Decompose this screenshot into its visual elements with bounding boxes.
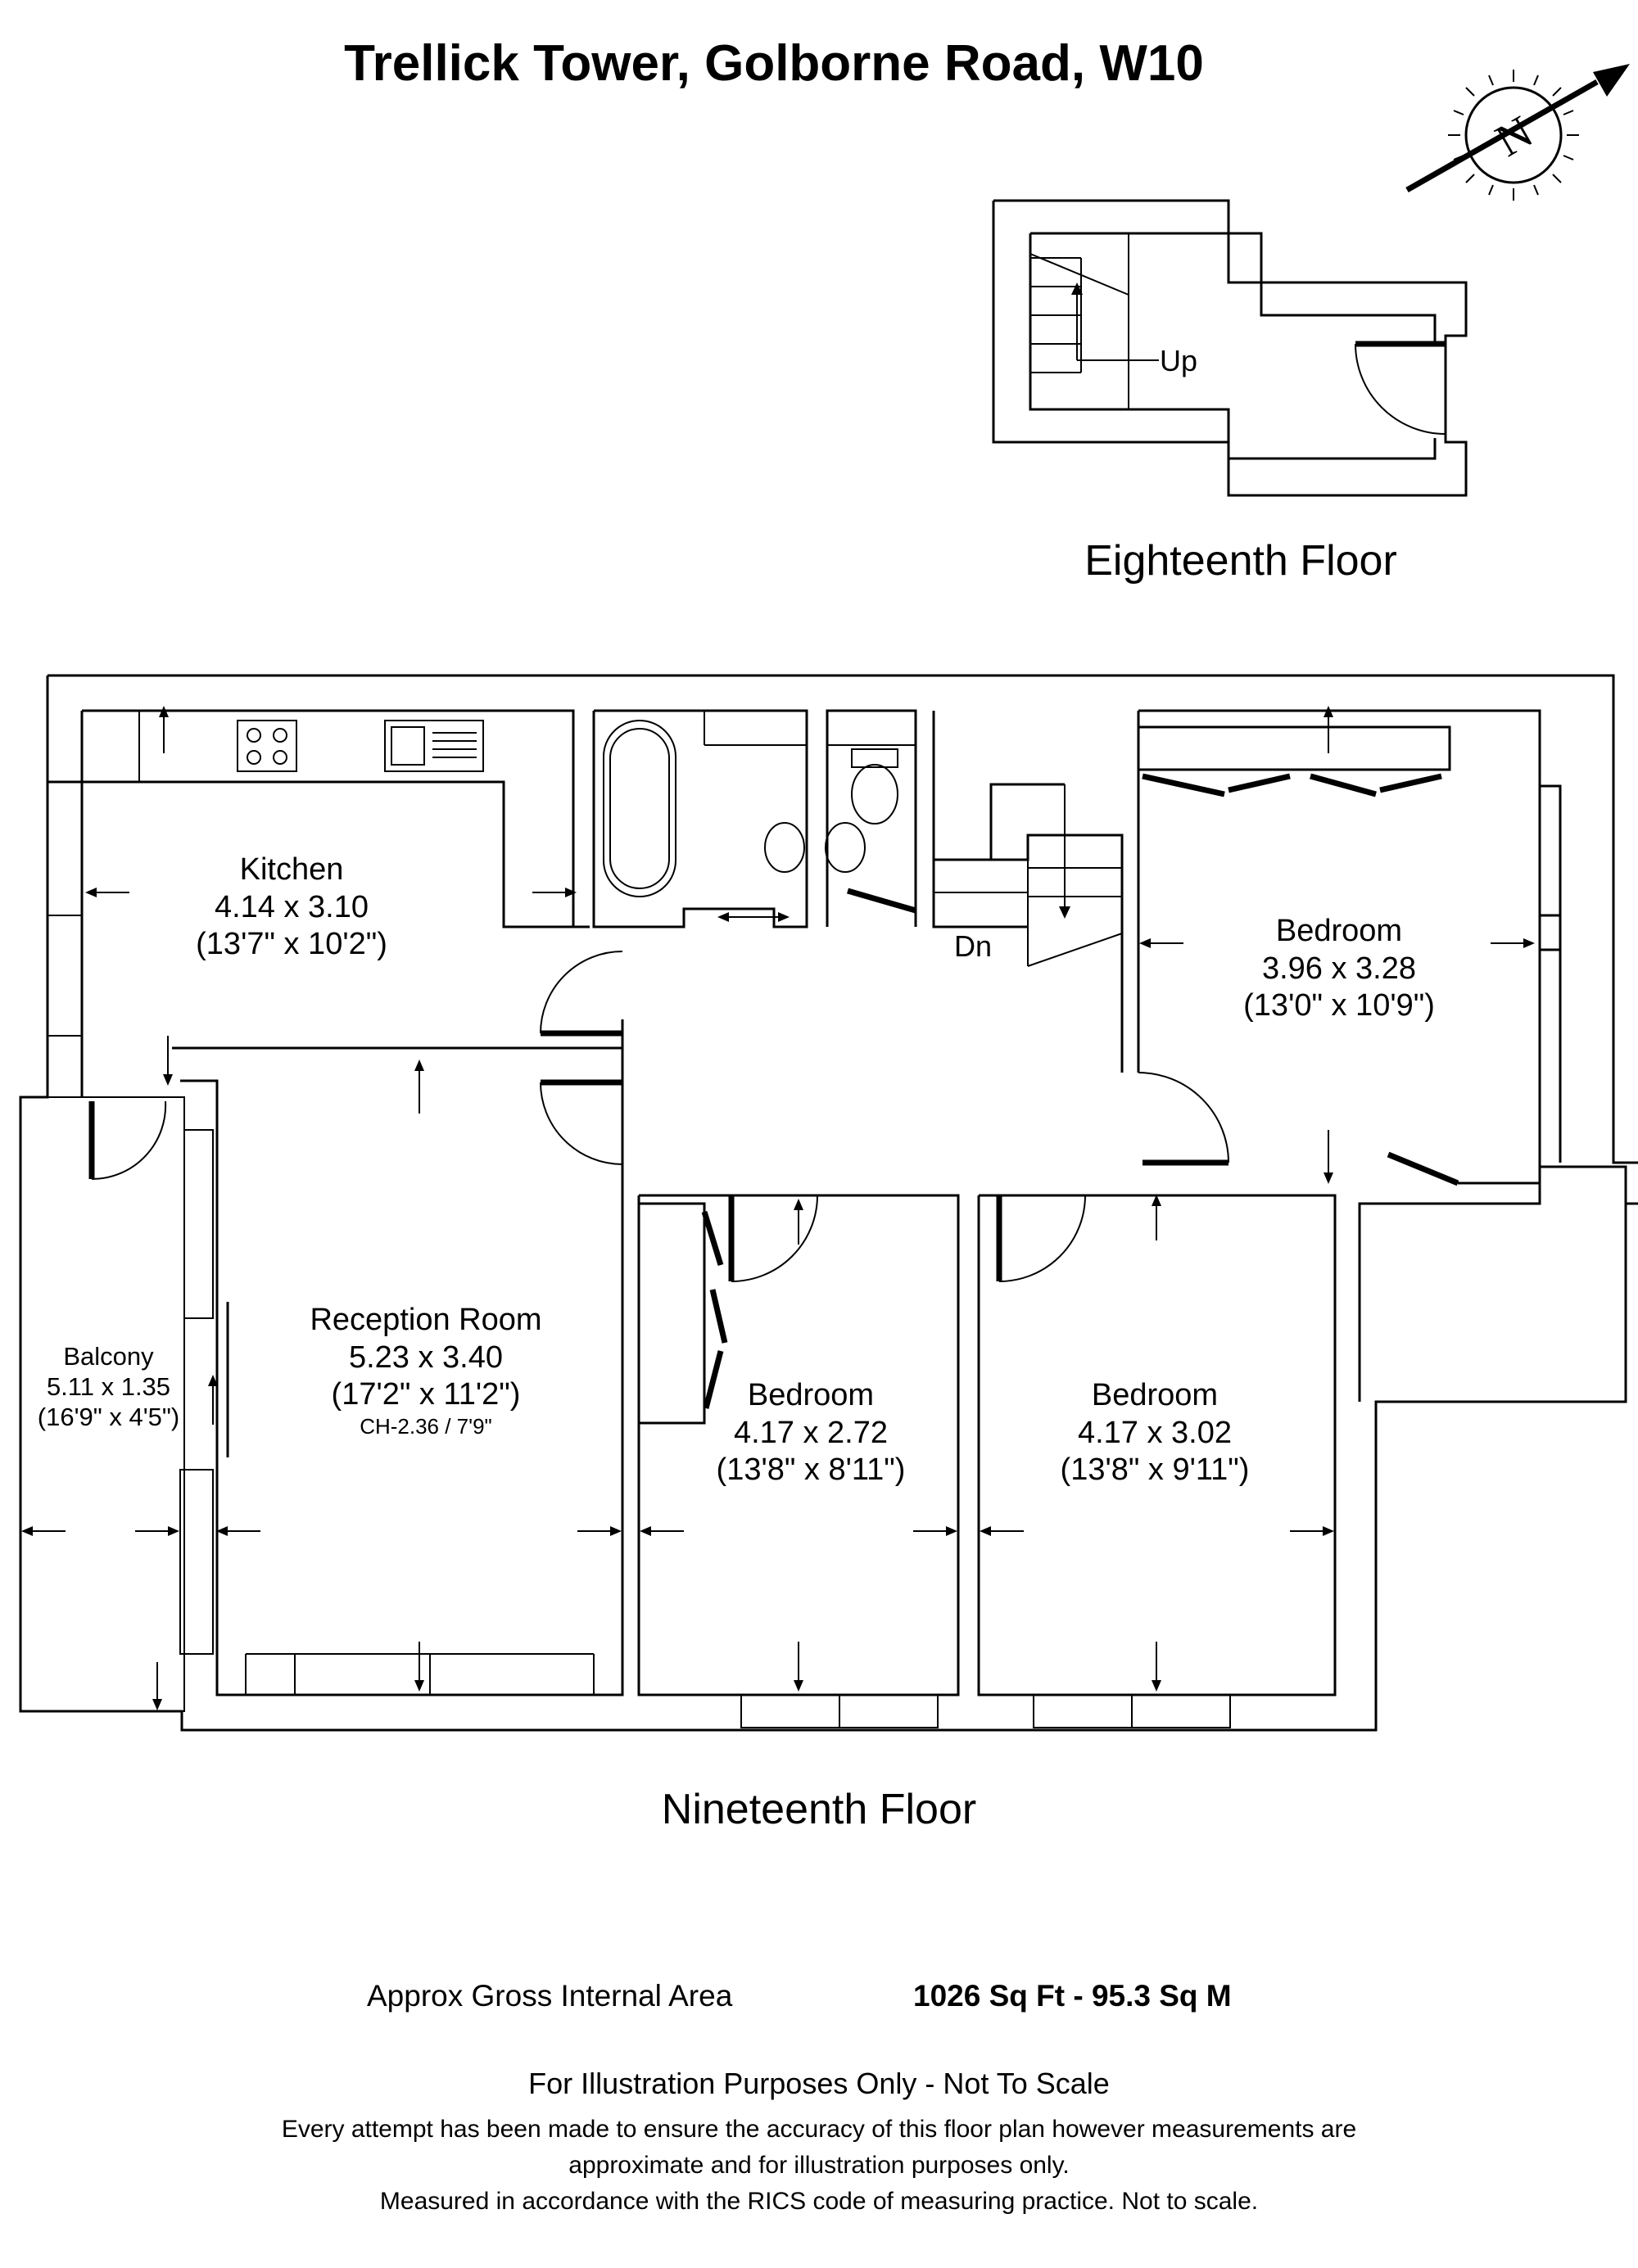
room-metric: 4.14 x 3.10 xyxy=(214,889,369,924)
room-imperial: (16'9" x 4'5") xyxy=(37,1403,180,1432)
kitchen-label: Kitchen 4.14 x 3.10 (13'7" x 10'2") xyxy=(169,852,414,964)
bedroom-1-label: Bedroom 3.96 x 3.28 (13'0" x 10'9") xyxy=(1204,913,1474,1025)
room-imperial: (13'7" x 10'2") xyxy=(196,927,387,962)
room-name: Kitchen xyxy=(239,852,344,887)
nineteenth-floor-label: Nineteenth Floor xyxy=(661,1786,977,1833)
north-compass-icon: N xyxy=(1405,64,1630,201)
room-name: Bedroom xyxy=(1091,1378,1219,1412)
room-name: Balcony xyxy=(63,1342,154,1371)
room-imperial: (13'0" x 10'9") xyxy=(1243,988,1435,1023)
room-metric: 5.23 x 3.40 xyxy=(348,1340,504,1375)
room-imperial: (17'2" x 11'2") xyxy=(331,1377,521,1412)
room-metric: 5.11 x 1.35 xyxy=(46,1372,171,1402)
plan-title: Trellick Tower, Golborne Road, W10 xyxy=(344,35,1204,92)
room-imperial: (13'8" x 8'11") xyxy=(716,1453,906,1488)
disclaimer-line-2: approximate and for illustration purpose… xyxy=(568,2152,1070,2179)
bedroom-2-label: Bedroom 4.17 x 2.72 (13'8" x 8'11") xyxy=(688,1377,934,1489)
room-metric: 3.96 x 3.28 xyxy=(1261,951,1417,986)
room-name: Bedroom xyxy=(1275,914,1403,948)
room-metric: 4.17 x 2.72 xyxy=(733,1415,889,1450)
eighteenth-floor-label: Eighteenth Floor xyxy=(1084,537,1397,585)
nineteenth-floor-plan xyxy=(19,674,1638,1732)
room-name: Reception Room xyxy=(310,1303,542,1337)
room-imperial: (13'8" x 9'11") xyxy=(1060,1453,1250,1488)
up-stair-label: Up xyxy=(1160,344,1197,377)
disclaimer-heading: For Illustration Purposes Only - Not To … xyxy=(528,2067,1110,2100)
balcony-label: Balcony 5.11 x 1.35 (16'9" x 4'5") xyxy=(20,1341,197,1433)
area-label: Approx Gross Internal Area xyxy=(367,1979,733,2013)
area-value: 1026 Sq Ft - 95.3 Sq M xyxy=(913,1979,1232,2013)
disclaimer-line-3: Measured in accordance with the RICS cod… xyxy=(379,2188,1259,2215)
eighteenth-floor-plan xyxy=(992,199,1468,497)
down-stair-label: Dn xyxy=(954,929,992,963)
bedroom-3-label: Bedroom 4.17 x 3.02 (13'8" x 9'11") xyxy=(1032,1377,1278,1489)
room-name: Bedroom xyxy=(747,1378,875,1412)
ceiling-height: CH-2.36 / 7'9" xyxy=(360,1413,492,1439)
disclaimer-line-1: Every attempt has been made to ensure th… xyxy=(281,2116,1357,2143)
reception-room-label: Reception Room 5.23 x 3.40 (17'2" x 11'2… xyxy=(270,1302,581,1439)
room-metric: 4.17 x 3.02 xyxy=(1077,1415,1233,1450)
